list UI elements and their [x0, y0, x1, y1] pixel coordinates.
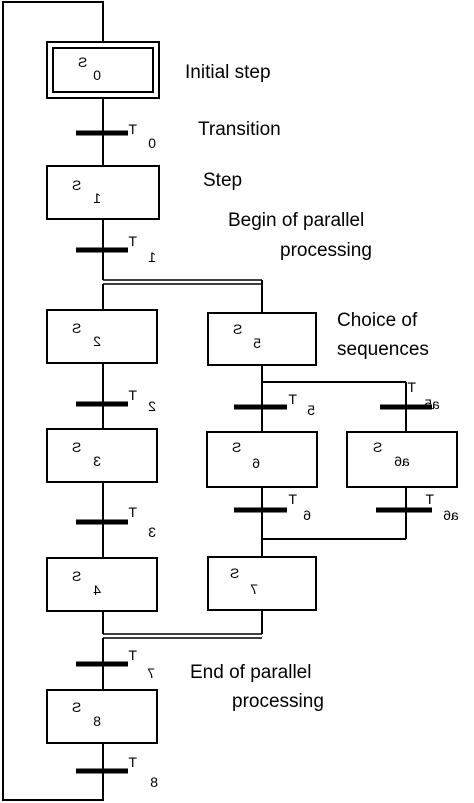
- step-index: 2: [93, 333, 101, 349]
- transition-index: a6: [443, 507, 459, 523]
- transition-index: 3: [148, 524, 156, 540]
- annotation-end-parallel-line2: processing: [232, 691, 324, 712]
- initial-step-s0: S 0: [46, 41, 160, 99]
- transition-letter: T: [288, 391, 297, 407]
- transition-index: 8: [150, 774, 158, 790]
- transition-letter: T: [128, 504, 137, 520]
- transition-index: 2: [148, 398, 156, 414]
- transition-t8: T 8: [76, 754, 158, 790]
- transition-letter: T: [288, 491, 297, 507]
- step-s5: S 5: [207, 312, 317, 366]
- step-letter: S: [72, 320, 81, 336]
- step-letter: S: [373, 439, 382, 455]
- step-letter: S: [72, 177, 81, 193]
- transition-index: 5: [307, 402, 315, 418]
- annotation-begin-parallel-line1: Begin of parallel: [228, 210, 364, 231]
- annotation-transition: Transition: [198, 119, 281, 140]
- step-index: 8: [93, 713, 101, 729]
- transition-t5a: T a5: [380, 379, 440, 412]
- step-s2: S 2: [46, 309, 158, 364]
- step-letter: S: [72, 568, 81, 584]
- step-letter: S: [78, 54, 87, 70]
- step-letter: S: [72, 699, 81, 715]
- step-s6: S 6: [206, 431, 318, 488]
- transition-letter: T: [407, 379, 416, 395]
- connectors: [2, 1, 407, 801]
- annotation-choice-line2: sequences: [337, 339, 429, 360]
- transition-t0: T 0: [76, 121, 156, 151]
- transition-t6: T 6: [234, 491, 311, 523]
- step-s1: S 1: [46, 165, 160, 220]
- step-index: a6: [394, 453, 410, 469]
- transition-index: a5: [424, 396, 440, 412]
- step-index: 6: [252, 455, 260, 471]
- return-loop-line: [2, 1, 104, 801]
- step-letter: S: [230, 565, 239, 581]
- step-letter: S: [232, 439, 241, 455]
- transition-letter: T: [425, 491, 434, 507]
- step-s4: S 4: [46, 557, 158, 612]
- transition-t1: T 1: [76, 233, 156, 265]
- annotation-step: Step: [203, 170, 242, 191]
- transition-t6a: T a6: [376, 491, 459, 523]
- step-letter: S: [72, 439, 81, 455]
- transition-letter: T: [128, 121, 137, 137]
- transition-index: 0: [148, 135, 156, 151]
- step-index: 3: [93, 453, 101, 469]
- step-index: 5: [253, 335, 261, 351]
- transition-index: 7: [147, 665, 155, 681]
- transition-t3: T 3: [76, 504, 156, 540]
- step-index: 1: [93, 190, 101, 206]
- transition-index: 6: [303, 507, 311, 523]
- transition-index: 1: [148, 249, 156, 265]
- transition-letter: T: [128, 647, 137, 663]
- annotation-choice-line1: Choice of: [337, 310, 418, 331]
- annotation-begin-parallel-line2: processing: [280, 240, 372, 261]
- step-s8: S 8: [46, 689, 158, 744]
- step-s7: S 7: [207, 556, 317, 611]
- transition-t5: T 5: [234, 391, 315, 418]
- step-index: 0: [93, 67, 101, 83]
- step-index: 4: [93, 582, 101, 598]
- transition-letter: T: [128, 387, 137, 403]
- transition-t2: T 2: [76, 387, 156, 414]
- annotation-end-parallel-line1: End of parallel: [190, 662, 311, 683]
- step-index: 7: [250, 581, 258, 597]
- step-letter: S: [233, 321, 242, 337]
- annotation-initial-step: Initial step: [185, 62, 271, 83]
- transition-letter: T: [128, 754, 137, 770]
- step-s6a: S a6: [346, 431, 458, 488]
- step-s3: S 3: [46, 428, 158, 483]
- transition-letter: T: [128, 233, 137, 249]
- transition-t7: T 7: [76, 647, 155, 681]
- annotations: Initial step Transition Step Begin of pa…: [185, 62, 429, 712]
